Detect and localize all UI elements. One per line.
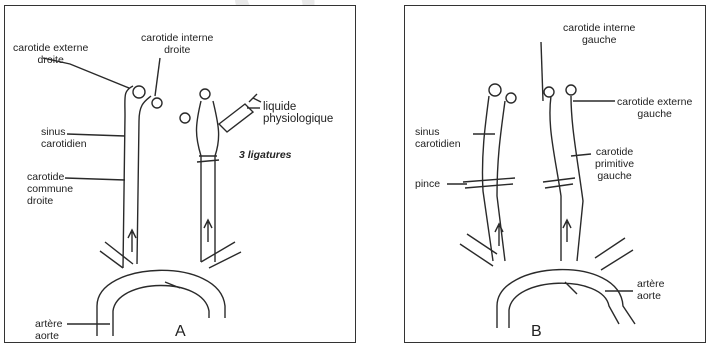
label-ligatures: 3 ligatures — [239, 149, 292, 161]
panel-a-letter: A — [175, 326, 186, 338]
panel-b-letter: B — [531, 326, 542, 338]
label-pince: pince — [415, 178, 440, 190]
